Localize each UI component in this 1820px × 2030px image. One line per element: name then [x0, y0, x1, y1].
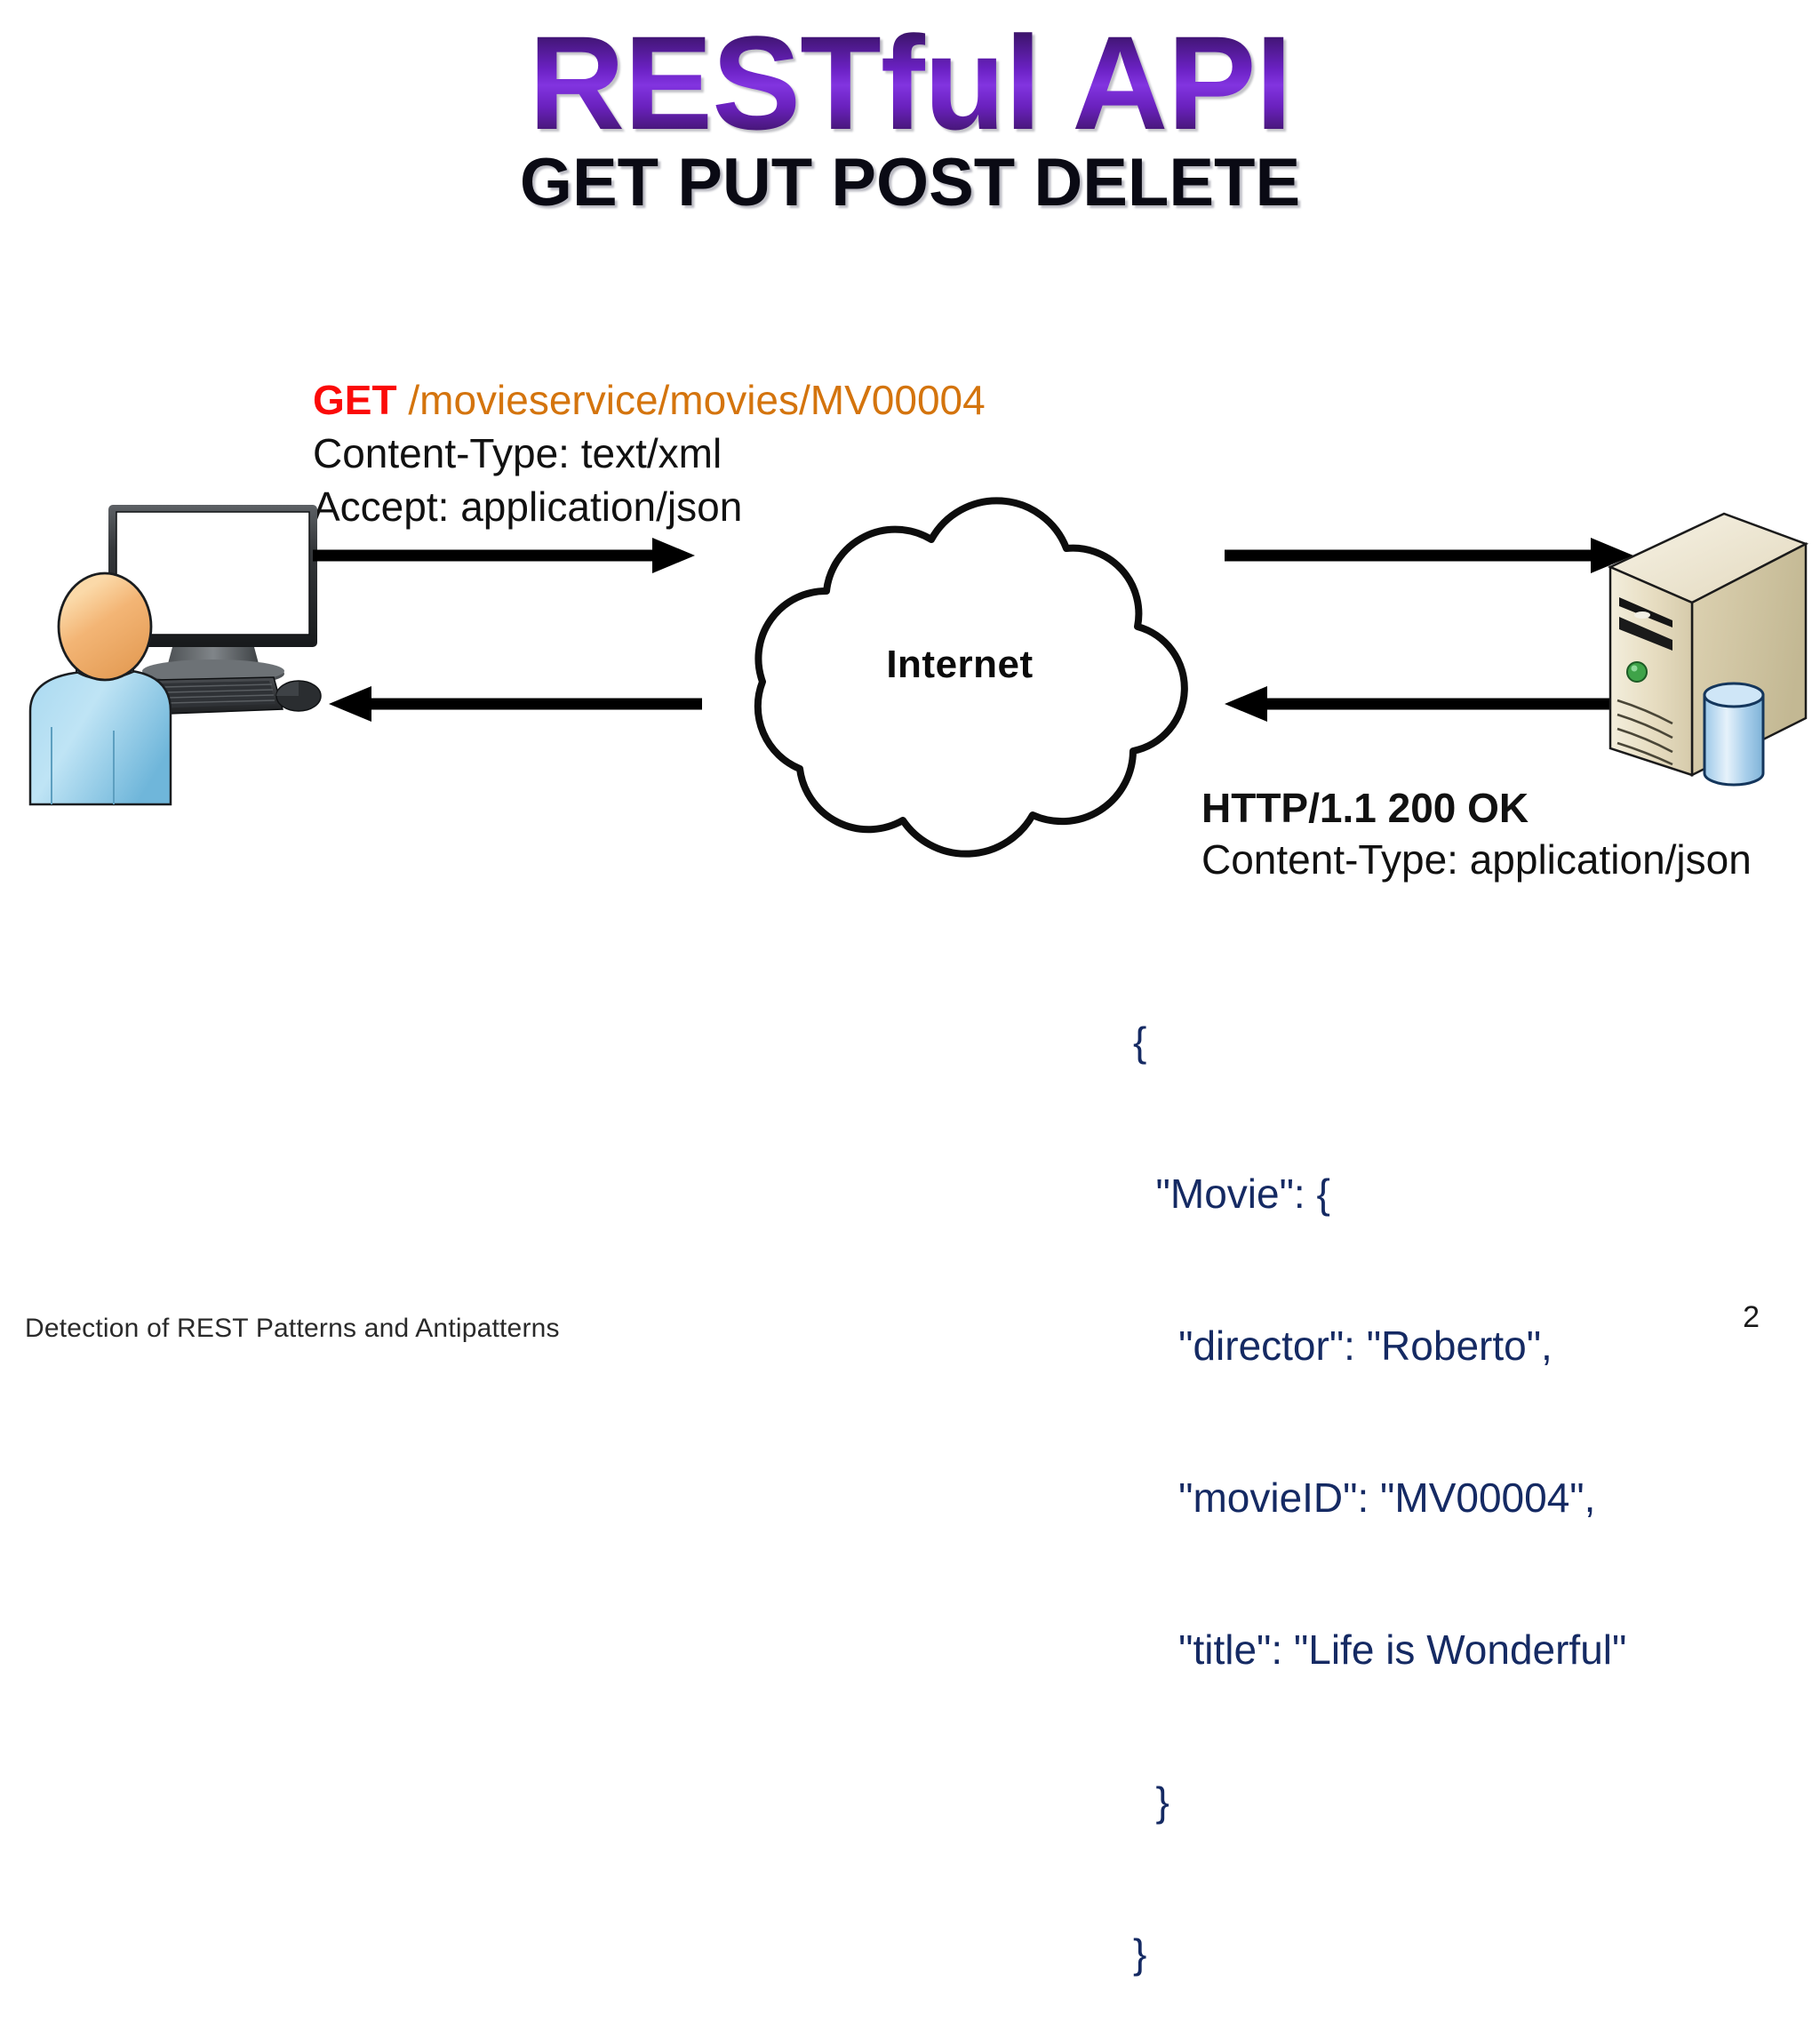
server-tower-icon: [1600, 498, 1820, 809]
json-line: {: [1133, 1019, 1147, 1065]
database-cylinder-icon: [1703, 682, 1765, 787]
arrow-left-icon: [1225, 680, 1633, 728]
request-content-type: Content-Type: text/xml: [313, 430, 722, 476]
request-line: GET /movieservice/movies/MV00004: [313, 373, 986, 427]
request-method: GET: [313, 377, 397, 423]
internet-label: Internet: [886, 643, 1034, 686]
page-subtitle: GET PUT POST DELETE: [519, 145, 1301, 220]
mouse-icon: [275, 680, 322, 712]
monitor-icon: [108, 505, 317, 686]
response-status-line: HTTP/1.1 200 OK: [1201, 785, 1529, 831]
internet-cloud-icon: Internet: [693, 484, 1226, 858]
arrow-left-icon: [329, 680, 702, 728]
client-workstation-icon: [16, 498, 345, 827]
request-accept: Accept: application/json: [313, 484, 743, 530]
http-request-block: GET /movieservice/movies/MV00004 Content…: [313, 373, 986, 533]
page-title: RESTful API: [528, 8, 1292, 157]
json-line: "director": "Roberto",: [1133, 1323, 1553, 1369]
json-line: }: [1133, 1930, 1147, 1977]
json-line: "Movie": {: [1133, 1171, 1330, 1217]
json-line: }: [1133, 1778, 1169, 1825]
json-line: "movieID": "MV00004",: [1133, 1475, 1596, 1521]
json-line: "title": "Life is Wonderful": [1133, 1626, 1627, 1673]
response-json-body: { "Movie": { "director": "Roberto", "mov…: [1133, 915, 1626, 2030]
http-response-block: HTTP/1.1 200 OK Content-Type: applicatio…: [1201, 782, 1752, 885]
person-avatar-icon: [28, 571, 172, 806]
request-path: /movieservice/movies/MV00004: [396, 377, 986, 423]
page-number: 2: [1743, 1300, 1760, 1334]
slide-title-block: RESTful API GET PUT POST DELETE: [0, 16, 1820, 221]
arrow-right-icon: [1225, 531, 1633, 579]
footer-title: Detection of REST Patterns and Antipatte…: [25, 1314, 560, 1343]
response-content-type: Content-Type: application/json: [1201, 836, 1752, 883]
arrow-right-icon: [313, 531, 695, 579]
